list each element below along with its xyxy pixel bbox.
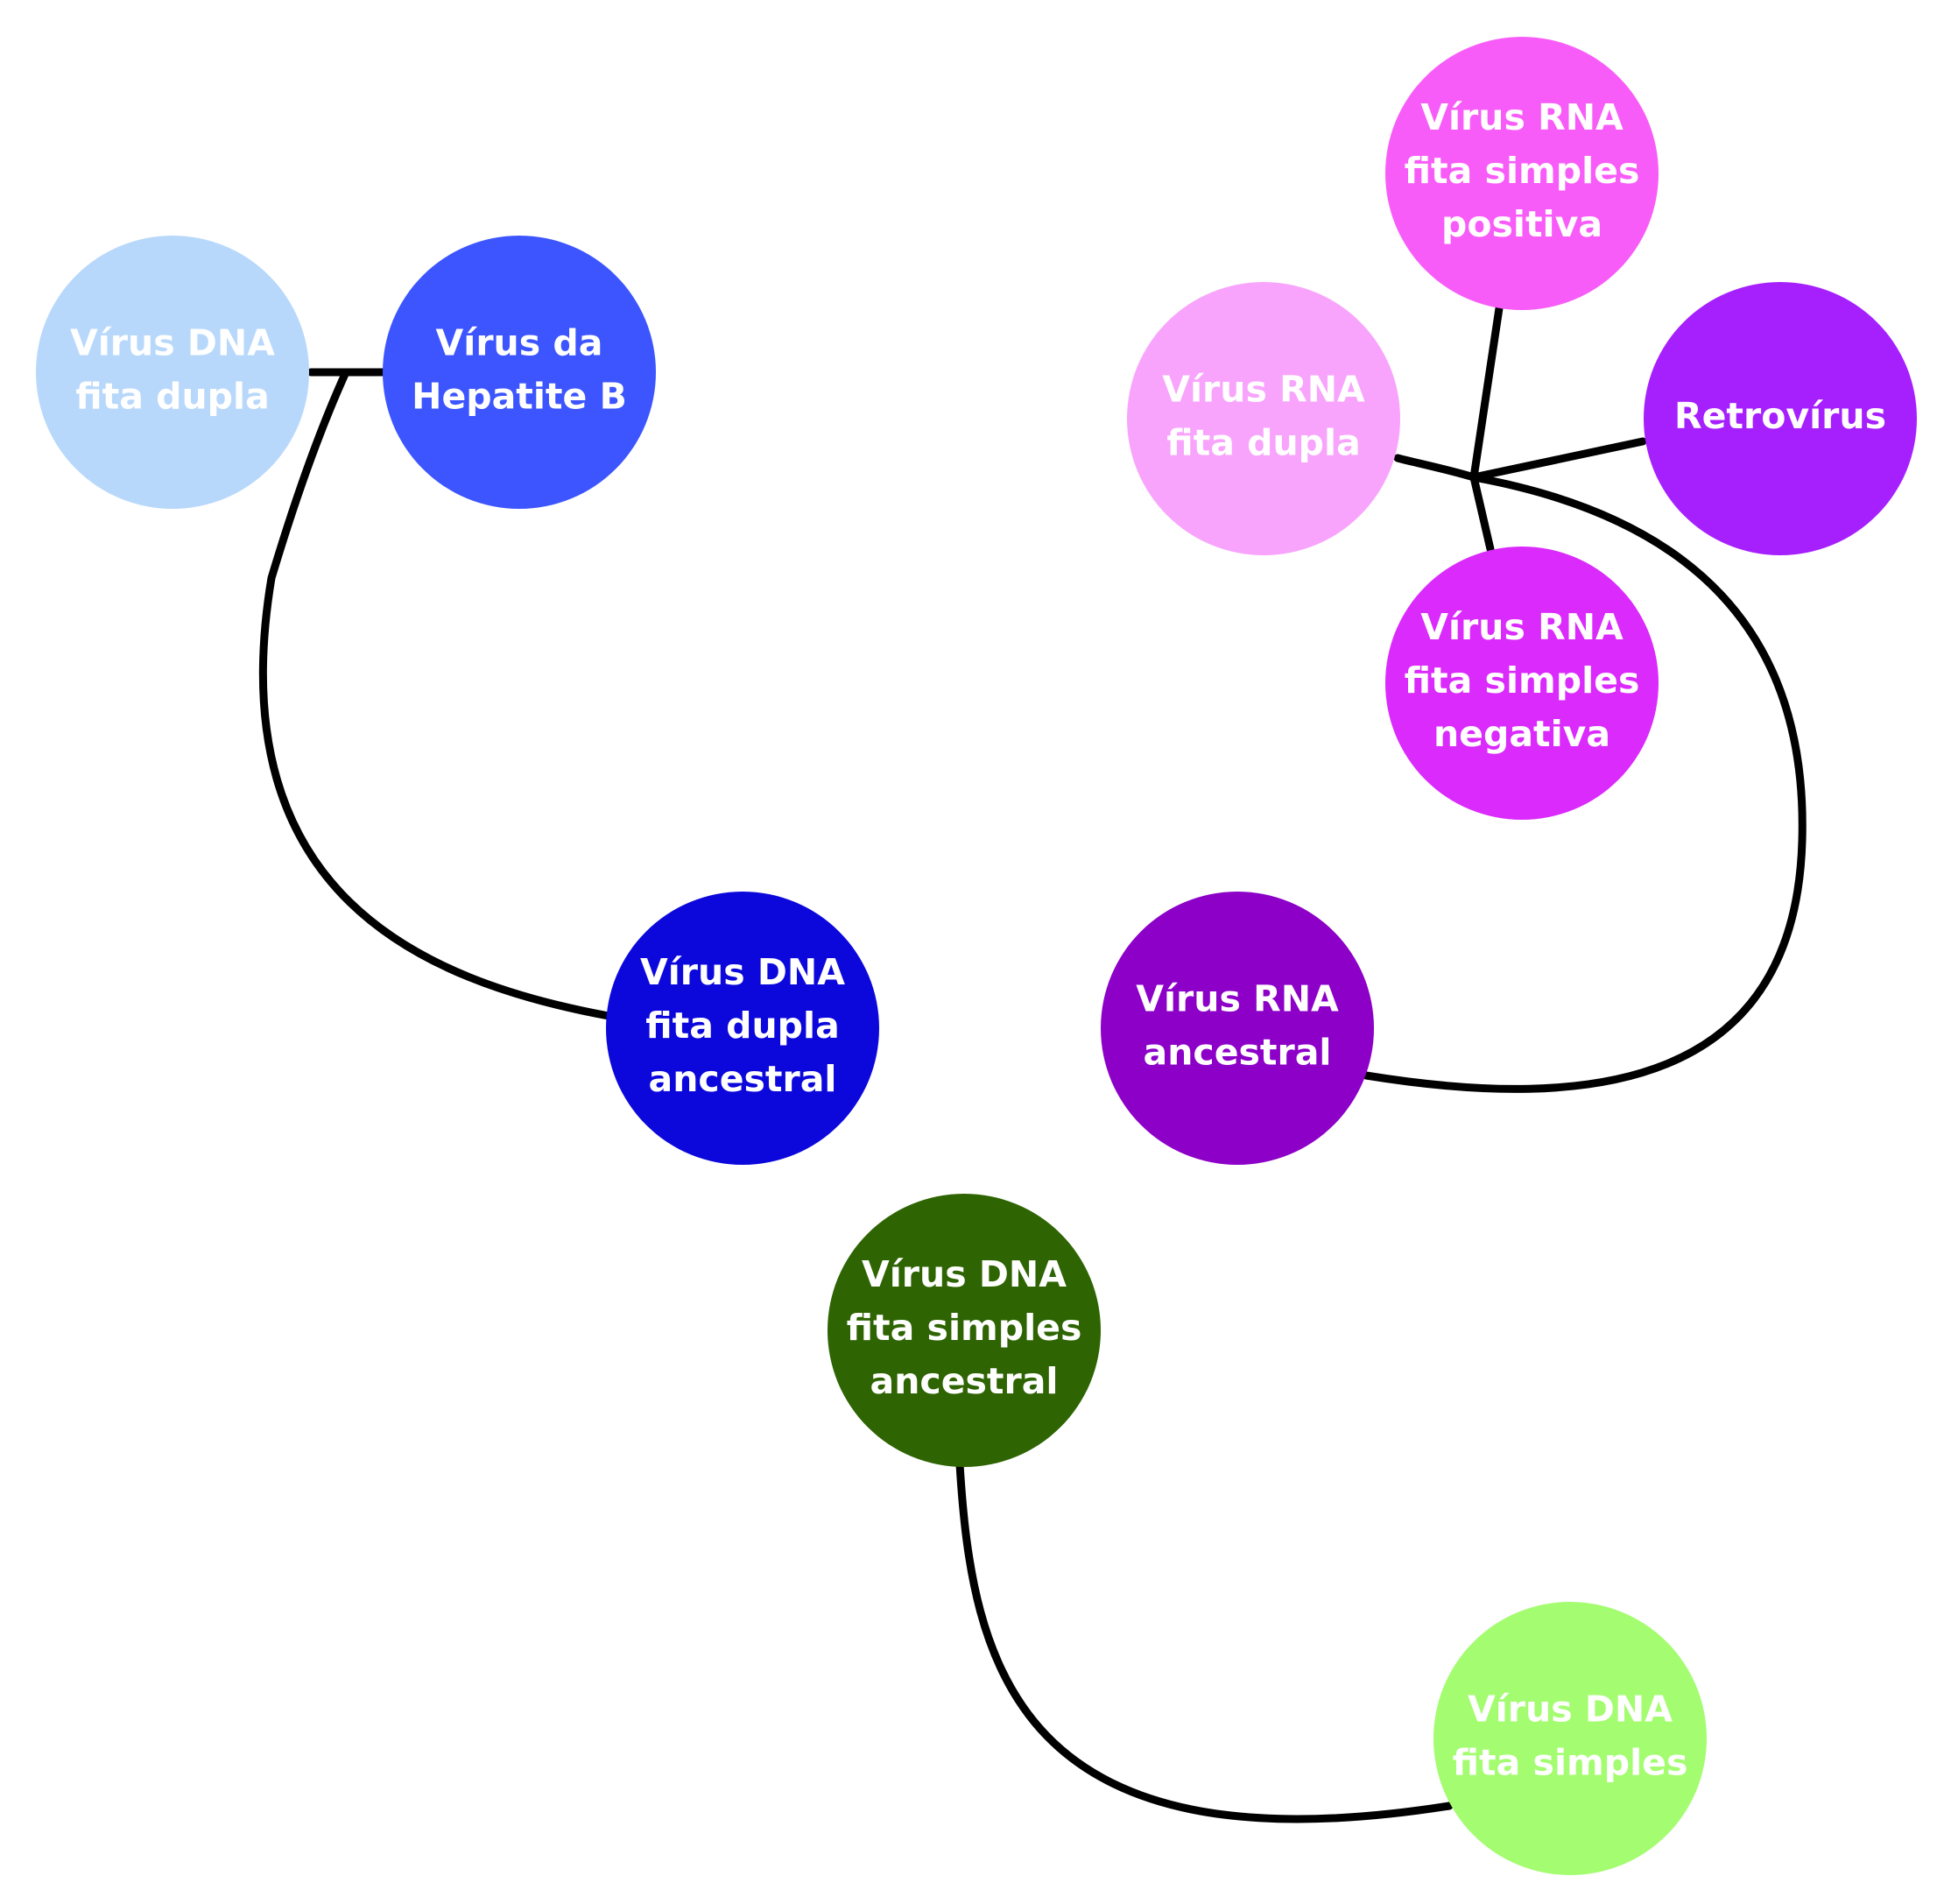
node-label-line: Vírus RNA <box>1420 96 1624 138</box>
node-label-line: Vírus RNA <box>1162 369 1365 411</box>
node-dna-fita-simples: Vírus DNA fita simples <box>1433 1602 1707 1875</box>
edge-rna-ancestral-to-rna-fita-simples-negativa <box>1469 473 1495 554</box>
node-rna-fita-dupla: Vírus RNA fita dupla <box>1127 282 1400 555</box>
node-label-line: fita dupla <box>75 376 270 418</box>
node-label-line: Vírus DNA <box>862 1253 1067 1295</box>
node-circle <box>1127 282 1400 555</box>
node-retrovirus: Retrovírus <box>1644 282 1917 555</box>
node-circle <box>1433 1602 1707 1875</box>
node-label-line: ancestral <box>870 1360 1059 1402</box>
edge-rna-ancestral-to-rna-fita-simples-positiva <box>1469 304 1504 482</box>
node-label-line: Hepatite B <box>412 376 627 418</box>
node-label-line: Vírus DNA <box>1468 1689 1673 1731</box>
edges-layer <box>258 304 1807 1823</box>
node-circle <box>383 236 656 509</box>
node-rna-fita-simples-negativa: Vírus RNA fita simples negativa <box>1385 547 1659 820</box>
node-label-line: fita simples <box>1405 659 1640 702</box>
node-label-line: negativa <box>1433 713 1610 755</box>
node-label-line: Vírus DNA <box>640 951 845 993</box>
node-circle <box>1644 282 1917 555</box>
node-label-line: Vírus DNA <box>70 322 275 364</box>
edge-dna-fita-simples-ancestral-to-dna-fita-simples <box>955 1460 1454 1823</box>
node-circle <box>1385 37 1659 310</box>
node-label-line: ancestral <box>1144 1032 1332 1074</box>
node-rna-fita-simples-positiva: Vírus RNA fita simples positiva <box>1385 37 1659 310</box>
node-label-line: positiva <box>1441 203 1602 245</box>
node-label-line: fita simples <box>1453 1742 1688 1784</box>
node-label-line: fita simples <box>847 1307 1082 1349</box>
node-label-line: Vírus da <box>436 322 603 364</box>
node-label-line: ancestral <box>649 1058 837 1100</box>
node-label-line: Vírus RNA <box>1136 978 1339 1020</box>
node-circle <box>1385 547 1659 820</box>
node-label-line: Vírus RNA <box>1420 606 1624 648</box>
node-dna-fita-dupla-ancestral: Vírus DNA fita dupla ancestral <box>606 892 879 1165</box>
node-circle <box>606 892 879 1165</box>
node-label-line: fita dupla <box>1166 422 1361 464</box>
node-dna-fita-dupla: Vírus DNA fita dupla <box>36 236 309 509</box>
node-label-line: fita dupla <box>645 1005 840 1047</box>
node-rna-ancestral: Vírus RNA ancestral <box>1101 892 1374 1165</box>
node-circle <box>36 236 309 509</box>
node-label-line: fita simples <box>1405 150 1640 192</box>
node-dna-fita-simples-ancestral: Vírus DNA fita simples ancestral <box>828 1194 1101 1467</box>
edge-dna-ancestral-to-dna-fita-dupla <box>258 368 613 1020</box>
node-label-line: Retrovírus <box>1674 395 1886 437</box>
node-circle <box>1101 892 1374 1165</box>
node-hepatite-b: Vírus da Hepatite B <box>383 236 656 509</box>
edge-rna-ancestral-to-retrovirus <box>1469 437 1647 482</box>
node-circle <box>828 1194 1101 1467</box>
